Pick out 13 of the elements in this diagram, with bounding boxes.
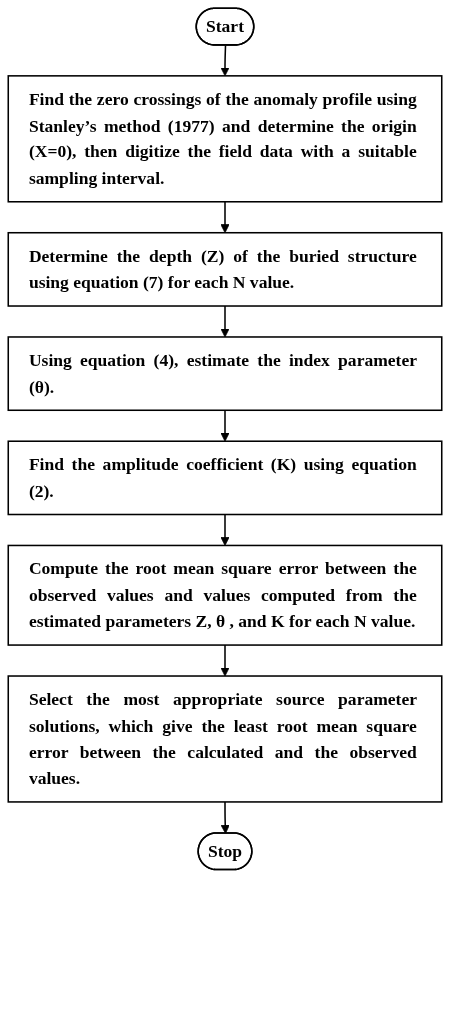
arrow: [220, 513, 230, 546]
arrow: [220, 44, 230, 77]
node-box: Determine the depth (Z) of the buried structure using equation (7) for each N value.: [7, 231, 443, 307]
node-box: Using equation (4), estimate the index parameter (θ).: [7, 336, 443, 412]
node-box: Find the amplitude coefficient (K) using equation (2).: [7, 440, 443, 516]
arrow: [220, 801, 230, 834]
arrow: [220, 409, 230, 442]
arrow: [220, 305, 230, 338]
arrow: [220, 201, 230, 234]
arrow: [220, 644, 230, 677]
node-box: Find the zero crossings of the anomaly profile using Stanley’s method (1977) and determine the origin (X=0), then digitize the field data with a suitable sampling interval.: [7, 75, 443, 203]
node-box: Select the most appropriate source parameter solutions, which give the least root mean square error between the calculated and the observed values.: [7, 675, 443, 803]
node-box: Compute the root mean square error between the observed values and values computed from the estimated parameters Z, θ , and K for each N value.: [7, 544, 443, 646]
